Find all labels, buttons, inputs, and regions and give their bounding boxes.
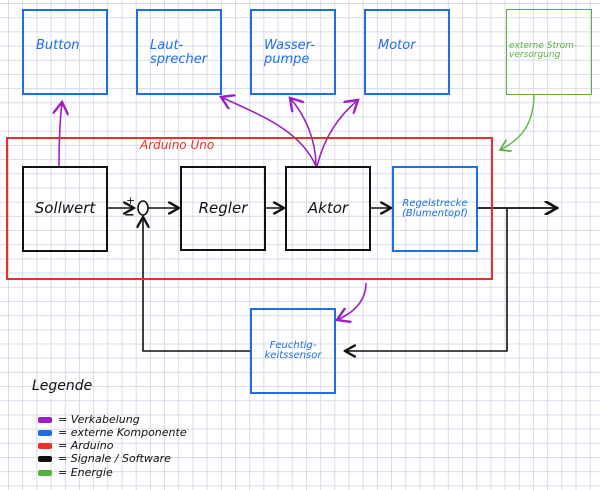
- wire-arduino-sensor: [337, 282, 367, 320]
- summing-plus-sign: +: [126, 194, 136, 207]
- block-label: Sollwert: [34, 199, 96, 218]
- arduino-uno-boundary: [6, 137, 493, 280]
- summing-minus-sign: −: [124, 208, 135, 223]
- block-label: Aktor: [307, 198, 349, 217]
- block-feuchtigkeitssensor: Feuchtig- keitssensor: [250, 308, 336, 394]
- component-motor: Motor: [364, 9, 450, 95]
- legend-item-signal: = Signale / Software: [38, 452, 171, 465]
- legend-label: = Verkabelung: [58, 413, 140, 426]
- block-regler: Regler: [180, 166, 266, 251]
- block-label: Regelstrecke (Blumentopf): [402, 197, 468, 219]
- power-supply: externe Strom- versorgung: [506, 9, 592, 95]
- wire-aktor-lautsprecher: [221, 97, 317, 167]
- block-aktor: Aktor: [285, 166, 371, 251]
- component-label: Wasser- pumpe: [264, 38, 315, 67]
- component-wasserpumpe: Wasser- pumpe: [250, 9, 336, 95]
- component-label: Motor: [378, 38, 416, 53]
- component-lautsprecher: Laut- sprecher: [136, 9, 222, 95]
- legend-label: = Energie: [58, 466, 113, 479]
- legend-swatch-icon: [38, 429, 52, 436]
- block-regelstrecke: Regelstrecke (Blumentopf): [392, 166, 478, 252]
- legend-swatch-icon: [38, 442, 52, 449]
- legend-label: = externe Komponente: [58, 426, 187, 439]
- feedback-to-sum: [143, 217, 250, 352]
- legend-item-arduino: = Arduino: [38, 439, 113, 452]
- block-label: Feuchtig- keitssensor: [264, 339, 322, 361]
- block-label: Regler: [198, 198, 248, 217]
- component-label: Laut- sprecher: [150, 38, 208, 67]
- legend-label: = Arduino: [58, 439, 114, 452]
- wire-aktor-wasserpumpe: [290, 98, 317, 167]
- legend-swatch-icon: [38, 469, 52, 476]
- legend-item-energy: = Energie: [38, 466, 113, 479]
- legend-swatch-icon: [38, 455, 52, 462]
- feedback-to-sensor: [345, 208, 508, 351]
- arduino-uno-title: Arduino Uno: [140, 138, 215, 152]
- component-button: Button: [22, 9, 108, 95]
- power-supply-label: externe Strom- versorgung: [509, 41, 578, 61]
- legend-title: Legende: [32, 378, 93, 394]
- wire-aktor-motor: [316, 100, 358, 167]
- component-label: Button: [36, 38, 80, 53]
- block-sollwert: Sollwert: [22, 166, 108, 252]
- energy-supply-arduino: [500, 93, 535, 150]
- legend-item-external: = externe Komponente: [38, 426, 187, 439]
- legend-item-wiring: = Verkabelung: [38, 413, 140, 426]
- wire-sollwert-button: [59, 102, 62, 167]
- legend-label: = Signale / Software: [58, 452, 171, 465]
- legend-swatch-icon: [38, 416, 52, 423]
